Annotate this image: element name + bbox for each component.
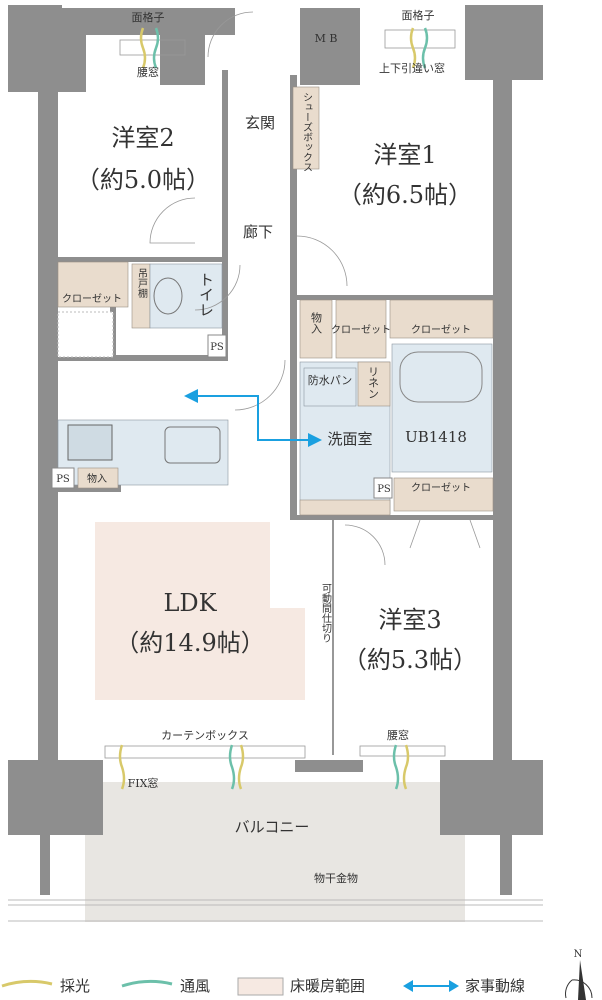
door-swings [149,11,481,566]
toilet-icon [153,277,183,315]
label-entrance: 玄関 [245,114,275,132]
label-waterproof-pan: 防水パン [308,373,353,387]
label-waist-window-right: 腰窓 [387,728,409,742]
bathroom [391,343,493,473]
label-bedroom3: 洋室3 [378,606,441,634]
double-arrow-icon [403,980,459,992]
label-washroom: 洗面室 [327,430,372,448]
closet-bedroom2 [57,261,129,308]
label-bedroom2-size: （約5.0帖） [76,166,210,194]
legend: 採光 通風 床暖房範囲 家事動線 [1,977,525,996]
label-closet-bedroom2: クローゼット [62,293,122,305]
chore-route-arrow [184,389,322,447]
label-sliding-window: 上下引違い窓 [379,61,445,75]
label-ps-kitchen: PS [56,474,70,485]
wind-wave-icon [121,979,173,988]
closet-bedroom1-a [335,299,387,359]
legend-chore-route: 家事動線 [465,977,525,995]
label-ldk-size: （約14.9帖） [115,629,264,657]
legend-light: 採光 [60,977,90,995]
label-balcony: バルコニー [235,818,310,836]
label-bedroom1: 洋室1 [373,141,436,169]
floor-heating-swatch-icon [237,977,284,996]
label-lattice-right: 面格子 [402,8,435,22]
label-closet-bedroom1-b: クローゼット [411,324,471,336]
label-bedroom1-size: （約6.5帖） [338,181,472,209]
label-ps-toilet: PS [210,342,224,353]
stove-icon [67,424,113,461]
label-shoe-box: シューズボックス [301,92,313,172]
balcony-area [85,782,465,922]
closet-bedroom1-b [389,299,494,339]
label-lattice-left: 面格子 [132,10,165,24]
label-hanging-shelf: 吊戸棚 [136,268,148,299]
bathtub-icon [399,351,483,403]
label-waist-window-left: 腰窓 [137,65,159,79]
floor-heating-area [95,522,305,700]
linen-closet [357,361,391,407]
label-linen: リネン [367,366,380,399]
label-closet-bedroom3: クローゼット [411,482,471,494]
shoe-box [292,86,320,170]
label-closet-bedroom1-a: クローゼット [331,324,391,336]
north-compass-icon: N [565,949,593,1000]
closet-bedroom3 [393,477,494,512]
label-fix-window: FIX窓 [128,776,159,790]
label-storage-hall: 物入 [310,311,323,334]
label-mb: M B [315,32,338,45]
label-hallway: 廊下 [243,223,273,241]
label-ldk: LDK [163,589,217,617]
label-movable-partition: 可動間仕切り [320,583,332,643]
label-ps-bath: PS [377,484,391,495]
label-bath: UB1418 [405,428,467,446]
storage-kitchen [77,467,119,489]
legend-floor-heating: 床暖房範囲 [290,977,365,995]
label-bedroom2: 洋室2 [111,124,174,152]
ventilation-marks [118,27,429,790]
light-wave-icon [1,979,53,988]
void-box [57,311,114,358]
window-frames [104,29,456,759]
label-storage-kitchen: 物入 [87,472,107,485]
waterproof-pan [303,367,357,407]
label-curtain-box: カーテンボックス [161,729,249,742]
walls [8,5,543,895]
svg-text:N: N [574,949,583,960]
sink-icon [164,426,221,464]
legend-wind: 通風 [180,977,210,995]
toilet-room [149,263,223,329]
label-bedroom3-size: （約5.3帖） [343,646,477,674]
storage-hall [299,299,333,359]
label-toilet: トイレ [197,272,215,317]
label-clothes-pole: 物干金物 [314,871,358,885]
